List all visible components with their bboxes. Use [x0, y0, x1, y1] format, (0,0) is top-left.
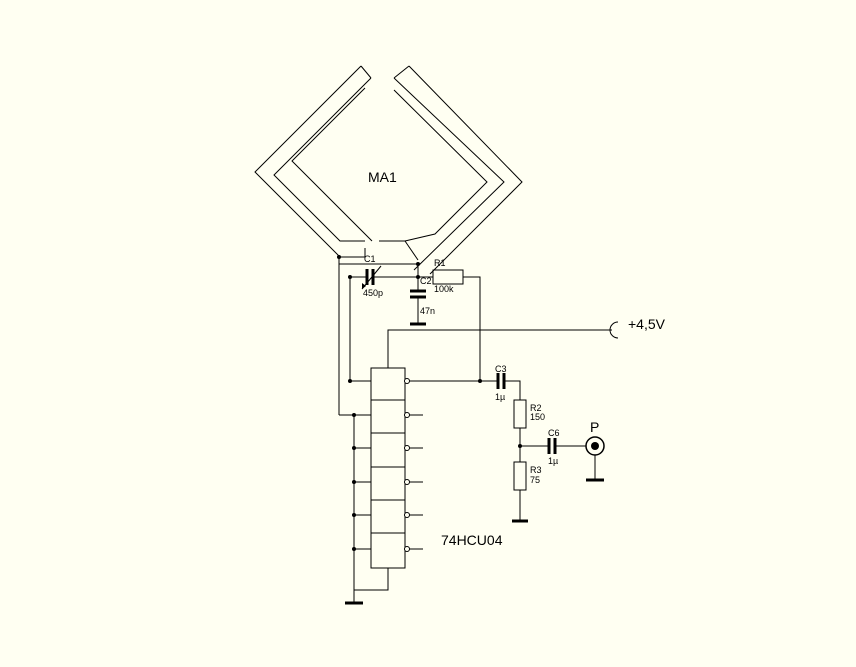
- supply-line: +4,5V: [387, 316, 666, 368]
- c1-value: 450p: [363, 288, 383, 298]
- r1-value: 100k: [434, 284, 454, 294]
- output-network: C3 1µ R2 150 R3 75 C6 1µ P: [480, 364, 605, 523]
- c6-value: 1µ: [548, 456, 558, 466]
- output-label: P: [590, 419, 599, 435]
- inverter-output-bubble-icon: [404, 412, 410, 418]
- c3-ref: C3: [495, 364, 507, 374]
- c3-value: 1µ: [495, 392, 505, 402]
- c2-ref: C2: [420, 276, 432, 286]
- variable-capacitor-arrow-icon: [362, 283, 366, 289]
- inverter-output-bubble-icon: [404, 479, 410, 485]
- c2-value: 47n: [420, 306, 435, 316]
- r3-value: 75: [530, 475, 540, 485]
- loop-antenna: MA1: [254, 65, 523, 275]
- r3-ref: R3: [530, 465, 542, 475]
- c1-ref: C1: [364, 254, 376, 264]
- inverter-output-bubble-icon: [404, 378, 410, 384]
- c6-ref: C6: [548, 428, 560, 438]
- r2-value: 150: [530, 412, 545, 422]
- ic-label: 74HCU04: [441, 532, 503, 548]
- tuning-network: C1 450p C2 47n R1 100k: [337, 254, 481, 381]
- inverter-ic: 74HCU04: [338, 264, 503, 605]
- antenna-label: MA1: [368, 169, 397, 185]
- inverter-output-bubble-icon: [404, 512, 410, 518]
- inverter-output-bubble-icon: [404, 546, 410, 552]
- output-connector-icon: [585, 436, 605, 456]
- inverter-output-bubble-icon: [404, 445, 410, 451]
- r2-ref: R2: [530, 403, 542, 413]
- supply-label: +4,5V: [628, 316, 666, 332]
- r1-ref: R1: [434, 258, 446, 268]
